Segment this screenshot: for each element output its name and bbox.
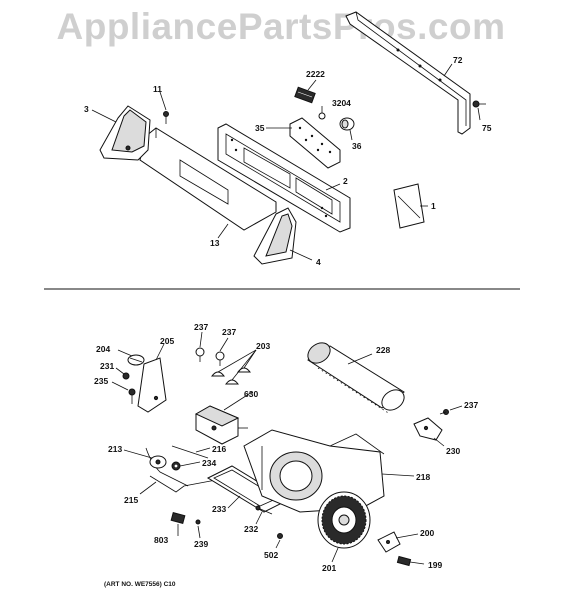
part-215-wire-harness[interactable] [149,475,217,493]
lower-part-labels: 237 237 204 205 203 228 231 235 630 237 … [94,322,478,573]
watermark-text: AppliancePartsPros.com [56,6,506,47]
part-237-screw-c[interactable] [439,409,449,415]
part-232-screw[interactable] [255,505,273,515]
part-75-screw[interactable] [472,100,486,108]
part-label: 199 [428,560,442,570]
part-label: 502 [264,550,278,560]
part-204-clip[interactable] [127,354,145,366]
part-label: 204 [96,344,110,354]
part-235-screw[interactable] [128,388,136,404]
part-label: 803 [154,535,168,545]
part-237-screw-a[interactable] [195,347,205,362]
part-label: 218 [416,472,430,482]
part-239-screw[interactable] [195,519,201,525]
part-36-knob[interactable] [339,117,355,131]
part-2-control-panel[interactable] [217,123,351,233]
part-label: 234 [202,458,216,468]
part-label: 200 [420,528,434,538]
part-199-screw[interactable] [396,555,412,567]
part-label: 36 [352,141,362,151]
part-label: 205 [160,336,174,346]
part-label: 237 [194,322,208,332]
upper-part-labels: 2222 72 11 3 3204 35 75 36 2 1 13 4 [84,55,492,267]
part-35-control-board[interactable] [289,117,341,169]
part-label: 75 [482,123,492,133]
part-3-end-cap-left[interactable] [99,105,151,161]
part-216-wire[interactable] [171,445,209,459]
part-label: 203 [256,341,270,351]
part-label: 231 [100,361,114,371]
part-label: 235 [94,376,108,386]
part-label: 230 [446,446,460,456]
part-72-back-plate[interactable] [345,11,471,135]
part-label: 237 [222,327,236,337]
part-label: 233 [212,504,226,514]
part-3204-button[interactable] [318,112,326,120]
part-label: 201 [322,563,336,573]
part-502-screw[interactable] [277,533,283,539]
part-228-duct[interactable] [304,339,408,415]
part-4-end-cap-right[interactable] [253,207,297,265]
part-2222-knob[interactable] [294,86,316,104]
part-230-sensor[interactable] [413,417,443,441]
upper-leader-lines [91,63,481,261]
part-11-screw[interactable] [163,111,169,125]
art-number-caption: (ART NO. WE7556) C10 [104,581,176,588]
part-label: 3 [84,104,89,114]
part-label: 72 [453,55,463,65]
part-label: 13 [210,238,220,248]
part-205-bracket[interactable] [137,357,167,413]
part-201-blower-wheel[interactable] [317,491,371,549]
lower-leader-lines [111,331,463,565]
part-label: 35 [255,123,265,133]
part-label: 213 [108,444,122,454]
part-213-thermostat[interactable] [145,447,189,487]
part-218-blower-housing[interactable] [243,429,385,513]
part-13-front-panel[interactable] [139,127,277,231]
part-1-card[interactable] [393,183,425,229]
part-label: 232 [244,524,258,534]
part-label: 239 [194,539,208,549]
part-237-screw-b[interactable] [215,351,225,366]
part-label: 2222 [306,69,325,79]
lower-section [111,331,463,567]
part-label: 3204 [332,98,351,108]
part-label: 216 [212,444,226,454]
part-label: 228 [376,345,390,355]
part-label: 237 [464,400,478,410]
part-203-clips[interactable] [210,367,252,385]
part-label: 1 [431,201,436,211]
part-label: 11 [153,84,162,94]
part-label: 4 [316,257,321,267]
part-label: 630 [244,389,258,399]
part-630-switch[interactable] [194,405,248,445]
part-200-clip[interactable] [377,531,401,553]
part-231-screw[interactable] [122,372,130,380]
part-label: 2 [343,176,348,186]
upper-section [91,11,486,265]
part-803-connector[interactable] [170,511,186,525]
part-234-grommet[interactable] [171,461,181,471]
part-label: 215 [124,495,138,505]
